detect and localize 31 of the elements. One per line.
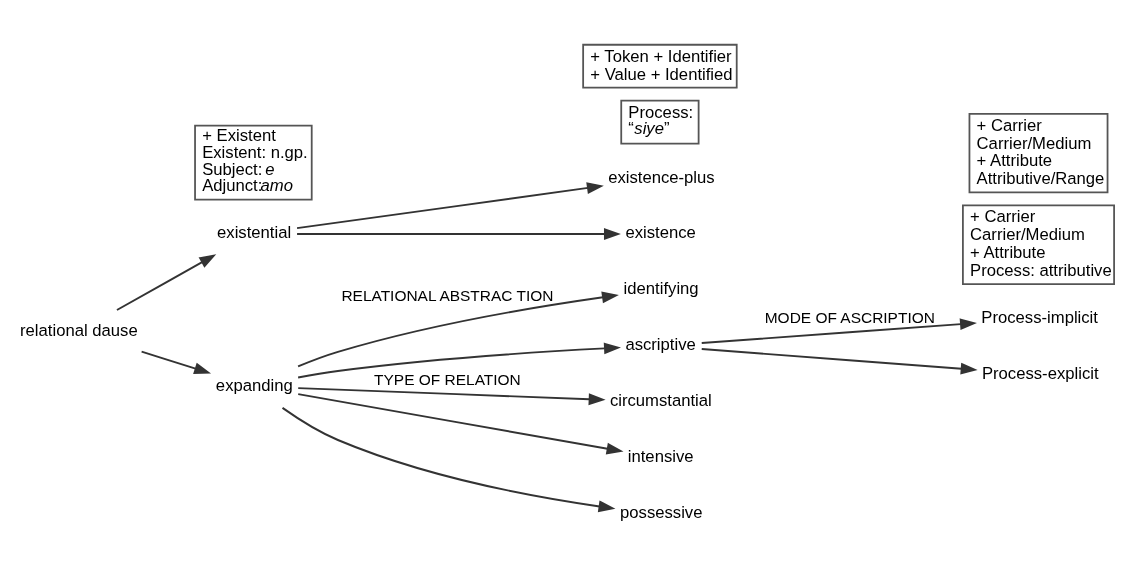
arrow xyxy=(140,350,212,375)
arrow xyxy=(297,342,621,379)
arrow xyxy=(296,182,604,230)
node-text: Process-implicit xyxy=(981,307,1098,327)
node-text: expanding xyxy=(215,375,293,395)
node-text: identifying xyxy=(623,279,699,299)
edge-label: RELATIONAL ABSTRAC TION xyxy=(341,287,554,305)
arrow xyxy=(297,387,606,406)
node-box: Process: “siye” xyxy=(620,99,700,145)
node-text: existence-plus xyxy=(608,167,715,187)
node-text: ascriptive xyxy=(625,335,696,355)
node-text: existential xyxy=(217,223,292,243)
node-text: Process-explicit xyxy=(981,363,1099,383)
arrow xyxy=(700,318,977,344)
edge-label: TYPE OF RELATION xyxy=(374,370,521,388)
edge-label: MODE OF ASCRIPTION xyxy=(764,308,935,326)
node-box: + Carrier Carrier/Medium + Attribute Attributive/Range xyxy=(968,112,1109,194)
node-box: + Carrier Carrier/Medium + Attribute Process: attributive xyxy=(962,204,1115,285)
arrow xyxy=(297,393,624,455)
arrow xyxy=(296,228,621,240)
arrow xyxy=(116,254,217,311)
node-text: intensive xyxy=(627,447,694,467)
node-box: + Token + Identifier + Value + Identified xyxy=(582,43,738,89)
node-box: + Existent Existent: n.gp. Subject: e Adjunct:amo xyxy=(194,124,313,201)
node-text: relational dause xyxy=(20,321,138,341)
arrow xyxy=(281,406,616,513)
arrow xyxy=(700,348,978,375)
arrow xyxy=(297,291,619,368)
node-text: possessive xyxy=(620,503,703,523)
node-text: existence xyxy=(625,223,696,243)
node-text: circumstantial xyxy=(609,391,712,411)
